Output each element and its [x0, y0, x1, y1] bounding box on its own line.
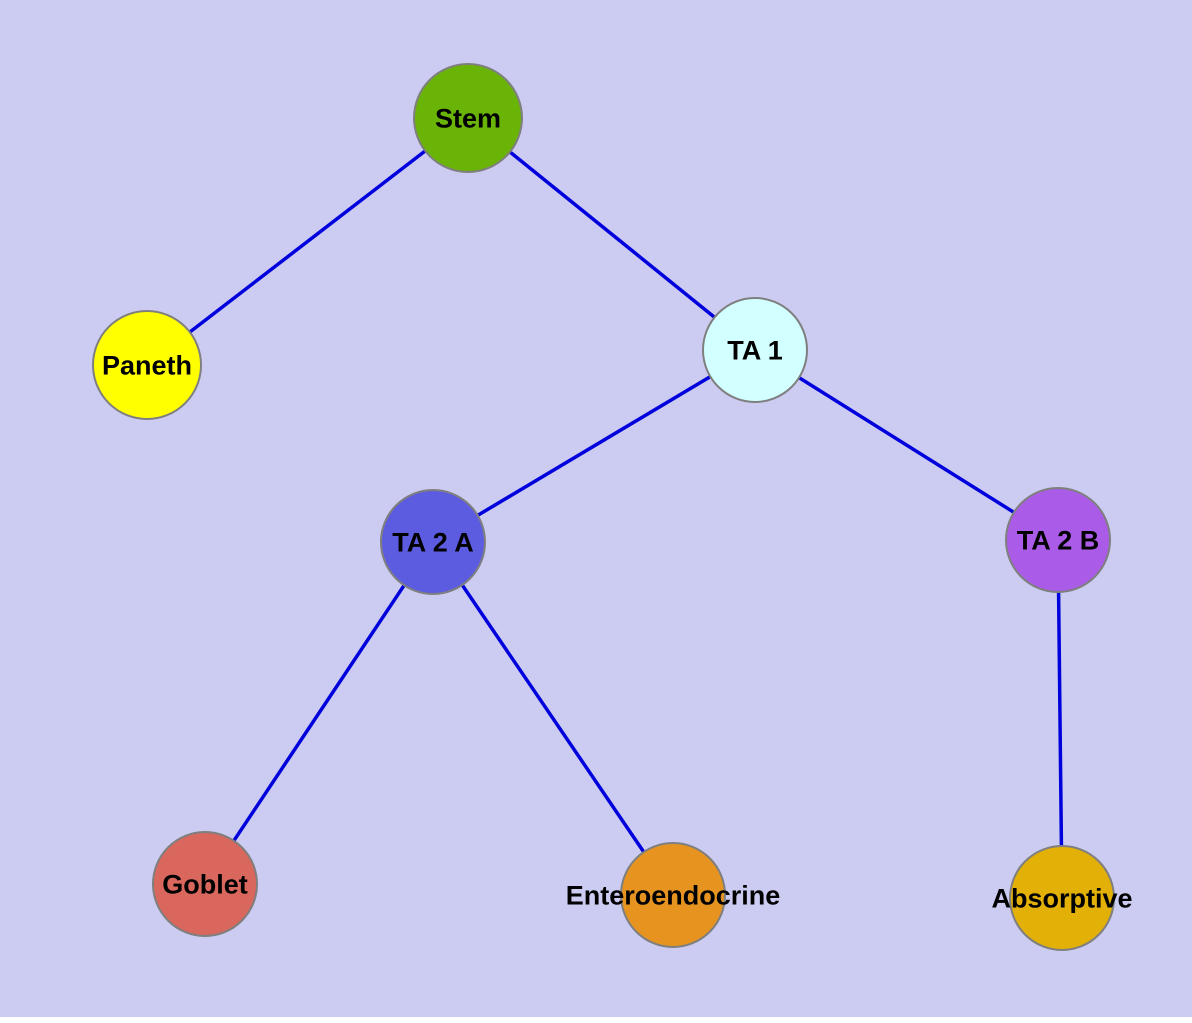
node-absorptive — [1009, 845, 1115, 951]
node-label-goblet: Goblet — [162, 870, 248, 900]
node-ta2b — [1005, 487, 1111, 593]
edge-ta1-ta2b — [754, 348, 1059, 542]
node-goblet — [152, 831, 258, 937]
edge-ta2a-goblet — [203, 541, 435, 885]
node-stem — [413, 63, 523, 173]
node-label-paneth: Paneth — [102, 351, 192, 381]
node-label-ta2a: TA 2 A — [392, 528, 474, 558]
node-label-enteroendocrine: Enteroendocrine — [566, 881, 781, 911]
node-ta2a — [380, 489, 486, 595]
node-paneth — [92, 310, 202, 420]
edges-layer — [145, 116, 1064, 899]
node-enteroendocrine — [620, 842, 726, 948]
node-ta1 — [702, 297, 808, 403]
node-label-ta1: TA 1 — [727, 336, 783, 366]
edge-ta2b-absorptive — [1056, 539, 1064, 899]
bottom-margin-strip — [0, 1017, 1192, 1023]
edge-ta1-ta2a — [432, 348, 756, 544]
edge-ta2a-enteroendocrine — [431, 541, 675, 896]
nodes-layer — [92, 63, 1115, 951]
edge-stem-paneth — [145, 116, 470, 367]
node-label-ta2b: TA 2 B — [1017, 526, 1100, 556]
node-label-stem: Stem — [435, 104, 501, 134]
node-label-absorptive: Absorptive — [991, 884, 1132, 914]
edge-stem-ta1 — [466, 116, 757, 352]
